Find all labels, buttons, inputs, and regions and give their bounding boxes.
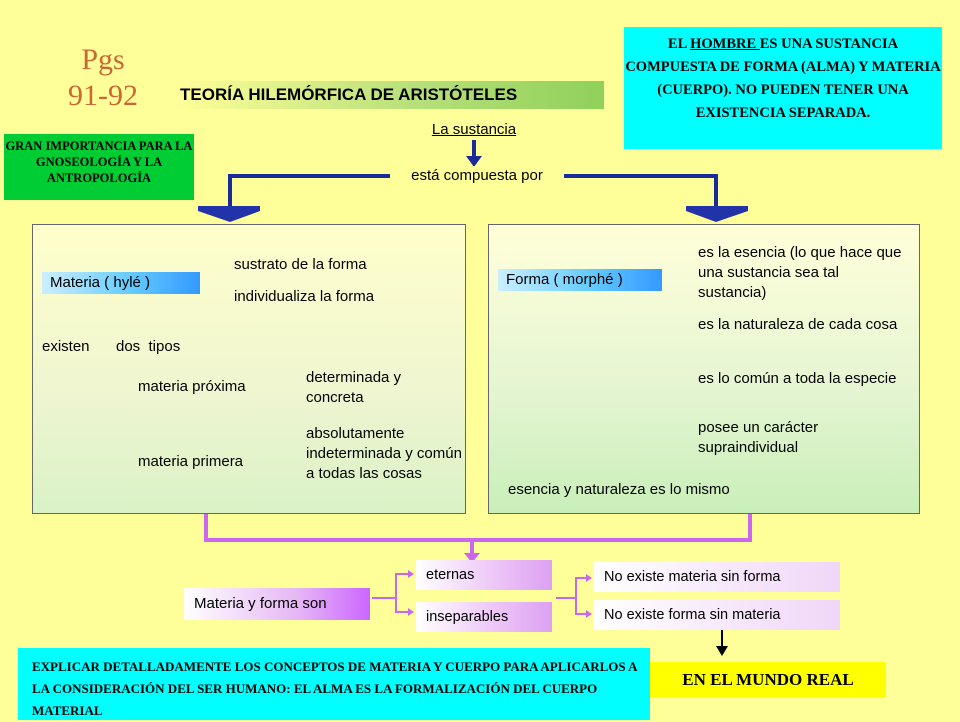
props-connectors bbox=[372, 573, 588, 615]
note-explain: EXPLICAR DETALLADAMENTE LOS CONCEPTOS DE… bbox=[18, 648, 650, 720]
matter-trait: individualiza la forma bbox=[234, 288, 375, 305]
note-importance: GRAN IMPORTANCIA PARA LA GNOSEOLOGÍA Y L… bbox=[4, 134, 194, 200]
note-human-substance: EL HOMBRE ES UNA SUSTANCIA COMPUESTA DE … bbox=[624, 27, 942, 149]
substance-label: La sustancia bbox=[431, 121, 517, 138]
form-trait: es la naturaleza de cada cosa bbox=[698, 316, 898, 333]
prop-inseparable: inseparables bbox=[416, 602, 552, 632]
merge-connector bbox=[204, 514, 752, 556]
real-world-label: EN EL MUNDO REAL bbox=[650, 662, 886, 698]
down-arrow-center bbox=[466, 156, 482, 167]
big-arrow-left bbox=[198, 206, 260, 222]
matter-type-name: materia primera bbox=[138, 453, 244, 470]
form-trait: es lo común a toda la especie bbox=[698, 370, 897, 387]
consequence: No existe materia sin forma bbox=[594, 562, 840, 592]
matter-type-desc: determinada y concreta bbox=[306, 369, 402, 406]
types-intro-a: existen bbox=[42, 338, 90, 355]
form-trait: es la esencia (lo que hace que una susta… bbox=[698, 244, 902, 301]
big-arrow-right bbox=[686, 206, 748, 222]
types-intro-b: dos tipos bbox=[116, 338, 181, 355]
matter-type-name: materia próxima bbox=[138, 378, 246, 395]
pages-label: Pgs 91-92 bbox=[68, 43, 138, 112]
prop-eternal: eternas bbox=[416, 560, 552, 590]
both-label: Materia y forma son bbox=[184, 588, 370, 620]
form-conclusion: esencia y naturaleza es lo mismo bbox=[508, 481, 730, 498]
diagram-title: TEORÍA HILEMÓRFICA DE ARISTÓTELES bbox=[176, 81, 604, 109]
consequence: No existe forma sin materia bbox=[594, 600, 840, 630]
matter-type-desc: absolutamente indeterminada y común a to… bbox=[306, 425, 462, 482]
matter-trait: sustrato de la forma bbox=[234, 256, 367, 273]
composed-of-label: está compuesta por bbox=[392, 166, 562, 186]
form-label: Forma ( morphé ) bbox=[498, 269, 662, 291]
matter-label: Materia ( hylé ) bbox=[42, 272, 200, 294]
form-trait: posee un carácter supraindividual bbox=[698, 419, 819, 456]
arrow-real-world bbox=[716, 646, 728, 656]
